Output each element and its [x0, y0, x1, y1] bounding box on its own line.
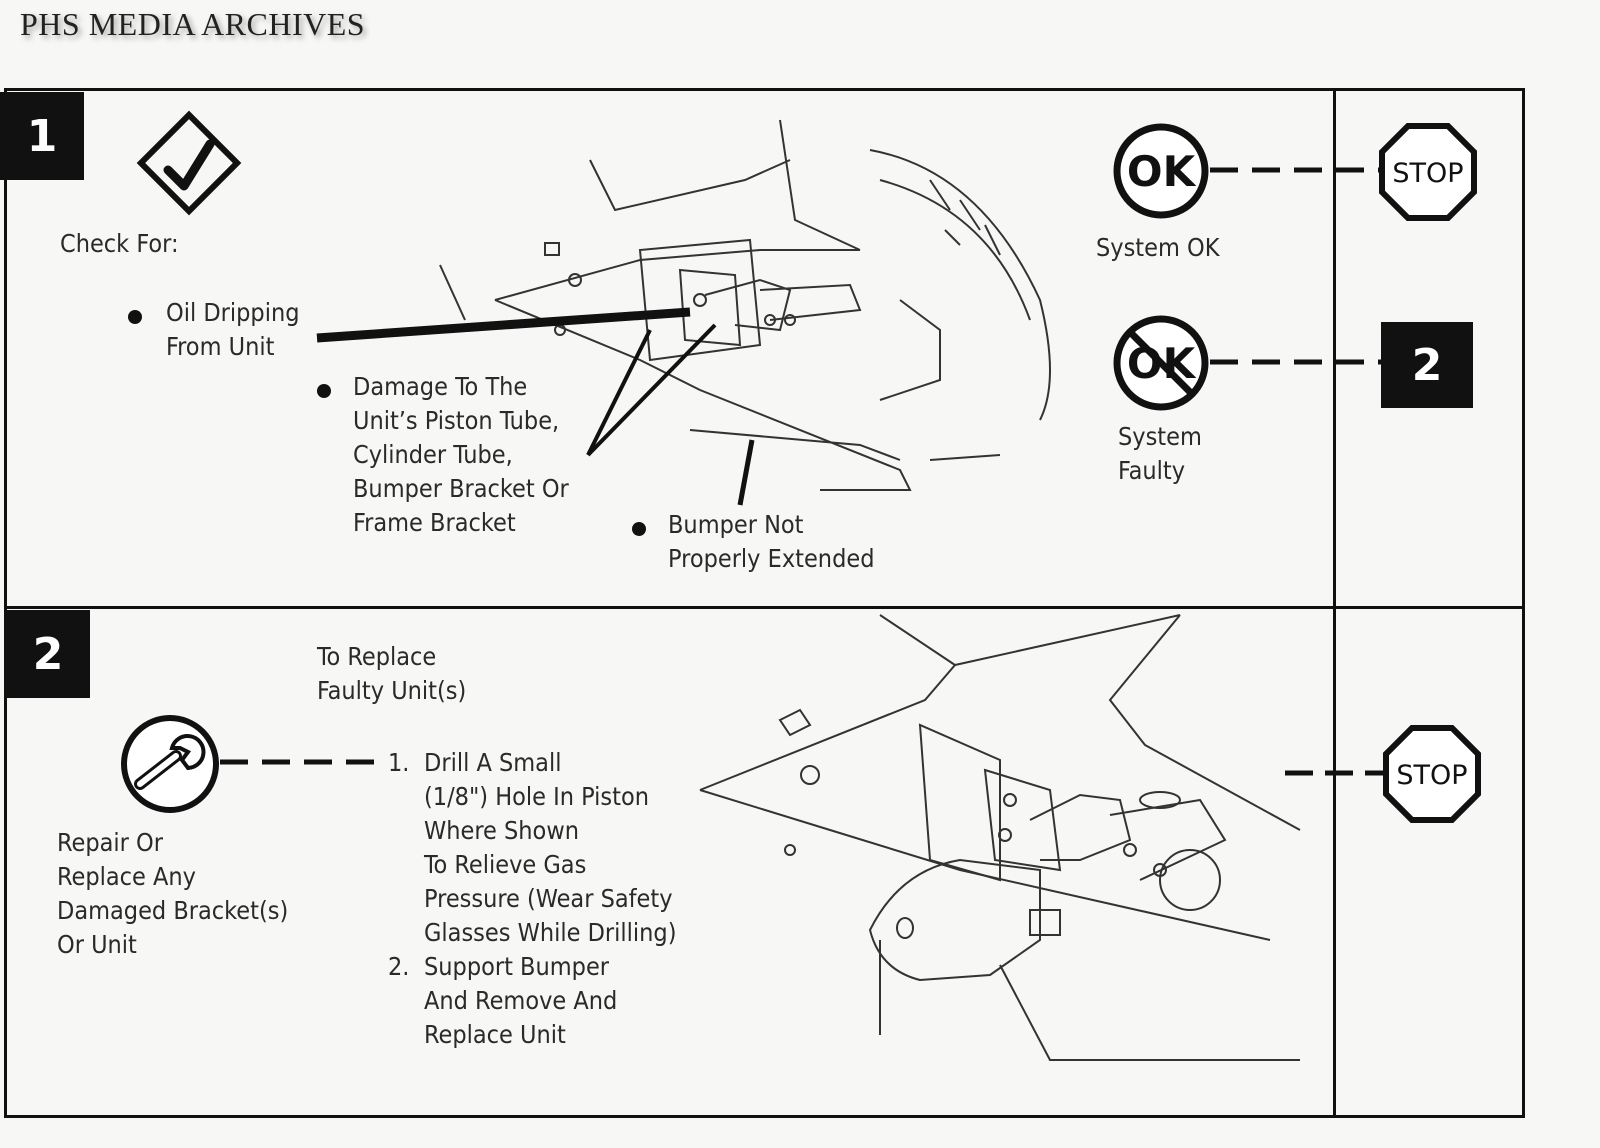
- instruction-2-number: 2.: [388, 952, 410, 981]
- check-for-label: Check For:: [60, 229, 179, 258]
- bullet-oil: [128, 310, 142, 324]
- instruction-1-line5: Pressure (Wear Safety: [424, 884, 673, 913]
- ok-crossed-icon: OK: [1112, 314, 1210, 416]
- bullet-damage: [317, 384, 331, 398]
- check-item-bumper-line1: Bumper Not: [668, 510, 804, 539]
- system-faulty-line1: System: [1118, 422, 1202, 451]
- step-divider: [4, 606, 1522, 609]
- stop-sign-icon: STOP: [1378, 122, 1478, 226]
- check-item-damage-line4: Bumper Bracket Or: [353, 474, 569, 503]
- flow-dashes-2: [220, 759, 1385, 776]
- ok-icon-text: OK: [1127, 147, 1197, 196]
- instruction-1-line2: (1/8") Hole In Piston: [424, 782, 649, 811]
- check-item-oil-line2: From Unit: [166, 332, 275, 361]
- bumper-illustration-1: [439, 119, 1051, 491]
- repair-label-line4: Or Unit: [57, 930, 137, 959]
- bullet-bumper: [632, 522, 646, 536]
- system-faulty-line2: Faulty: [1118, 456, 1186, 485]
- replace-heading-line1: To Replace: [317, 642, 437, 671]
- instruction-2-line2: And Remove And: [424, 986, 618, 1015]
- stop-sign-icon: STOP: [1382, 724, 1482, 828]
- step-1-number: 1: [0, 92, 84, 180]
- check-item-damage-line3: Cylinder Tube,: [353, 440, 513, 469]
- leader-lines-1: [316, 307, 755, 506]
- ok-circle-icon: OK: [1112, 122, 1210, 224]
- system-ok-label: System OK: [1096, 233, 1220, 262]
- result-column-divider: [1333, 88, 1336, 1115]
- procedure-frame: [4, 88, 1525, 1118]
- check-item-damage-line2: Unit’s Piston Tube,: [353, 406, 560, 435]
- instruction-1-number: 1.: [388, 748, 410, 777]
- wrench-circle-icon: [118, 712, 222, 820]
- instruction-1-line4: To Relieve Gas: [424, 850, 587, 879]
- check-item-damage-line5: Frame Bracket: [353, 508, 516, 537]
- go-to-step-2-badge: 2: [1381, 322, 1473, 408]
- check-item-bumper-line2: Properly Extended: [668, 544, 875, 573]
- checkmark-diamond-icon: [132, 106, 246, 224]
- instruction-1-line6: Glasses While Drilling): [424, 918, 677, 947]
- instruction-1-line3: Where Shown: [424, 816, 579, 845]
- bumper-illustration-2: [699, 614, 1301, 1061]
- step-2-number: 2: [6, 610, 90, 698]
- instruction-2-line3: Replace Unit: [424, 1020, 566, 1049]
- repair-label-line2: Replace Any: [57, 862, 196, 891]
- repair-label-line1: Repair Or: [57, 828, 163, 857]
- check-item-damage-line1: Damage To The: [353, 372, 528, 401]
- flow-dashes-1: [1210, 167, 1382, 365]
- check-item-oil-line1: Oil Dripping: [166, 298, 300, 327]
- stop-sign-text-2: STOP: [1396, 760, 1467, 791]
- instruction-1-line1: Drill A Small: [424, 748, 562, 777]
- stop-sign-text: STOP: [1392, 158, 1463, 189]
- instruction-2-line1: Support Bumper: [424, 952, 610, 981]
- repair-label-line3: Damaged Bracket(s): [57, 896, 289, 925]
- replace-heading-line2: Faulty Unit(s): [317, 676, 467, 705]
- archive-watermark: PHS MEDIA ARCHIVES: [20, 6, 366, 42]
